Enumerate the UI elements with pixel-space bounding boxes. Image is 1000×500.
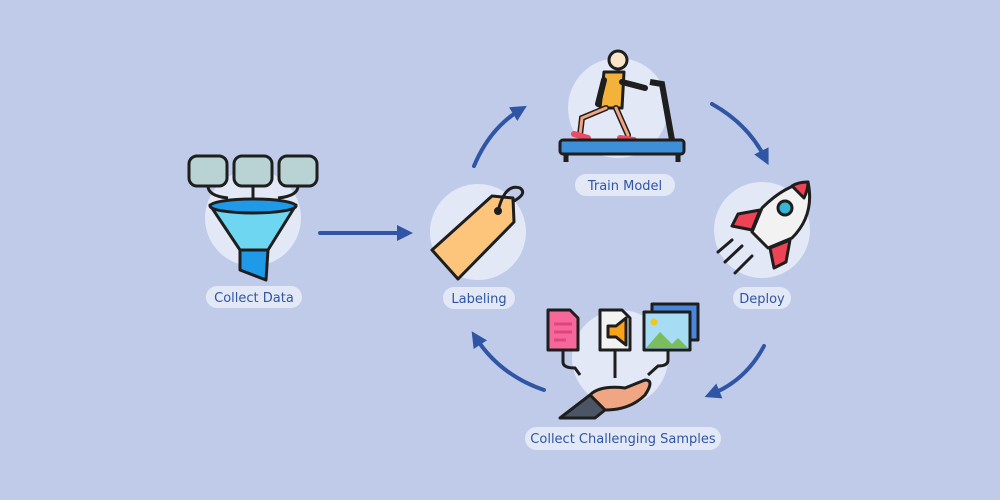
node-train-model: Train Model (558, 49, 686, 196)
hand-receiving-files-icon (546, 302, 700, 420)
arrow-deploy-to-samples (704, 344, 766, 399)
node-label: Deploy (739, 292, 785, 307)
arrow-train-to-deploy (710, 102, 769, 166)
rocket-icon (716, 180, 812, 275)
node-collect-data: Collect Data (187, 154, 319, 308)
node-label: Collect Data (214, 291, 294, 306)
node-deploy: Deploy (714, 180, 812, 309)
arrow-samples-to-labeling (471, 331, 546, 392)
node-label: Labeling (451, 292, 506, 307)
price-tag-icon (430, 185, 525, 281)
node-label: Train Model (587, 179, 662, 194)
node-label: Collect Challenging Samples (530, 432, 716, 447)
arrow-labeling-to-train (472, 105, 527, 168)
node-labeling: Labeling (430, 184, 526, 309)
node-collect-challenging-samples: Collect Challenging Samples (525, 302, 721, 450)
treadmill-runner-icon (558, 49, 686, 162)
database-funnel-icon (187, 154, 319, 282)
